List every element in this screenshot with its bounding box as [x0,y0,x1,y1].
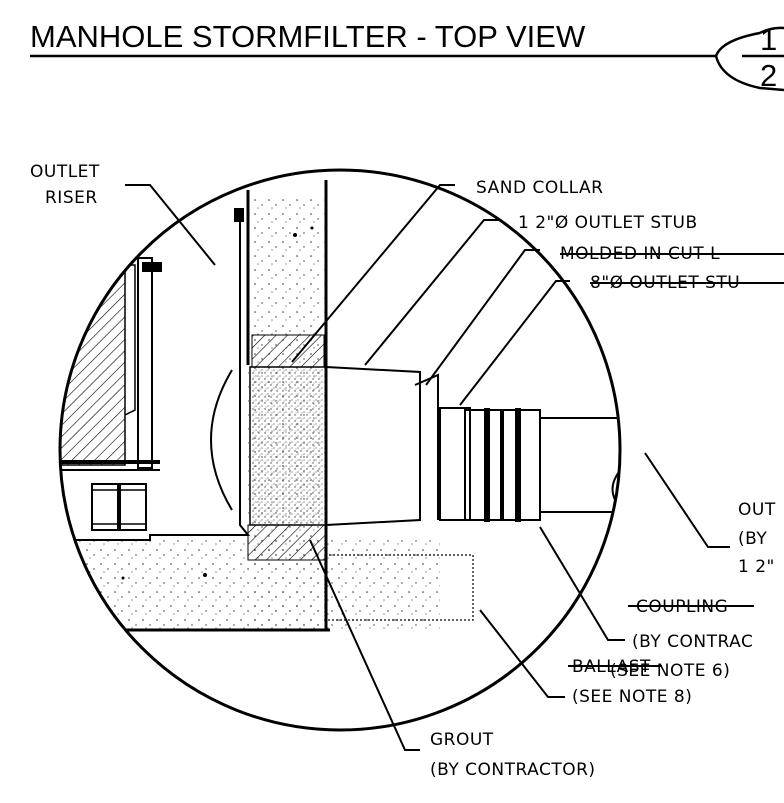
sand-fill [249,366,327,526]
label-grout-2: (BY CONTRACTOR) [430,760,596,780]
label-ballast-2: (SEE NOTE 8) [572,687,692,707]
label-outlet-stub-12in: 1 2"Ø OUTLET STUB [518,213,698,233]
detail-callout-bubble: 1 2 [714,22,784,93]
label-grout-1: GROUT [430,730,494,750]
label-outlet-riser-2: RISER [45,188,98,208]
sheet-number: 2 [760,58,777,93]
sand-collar [251,334,325,368]
label-coupling-2: (BY CONTRAC [632,632,753,652]
grout [247,524,327,561]
outlet-stub-12in [325,366,421,526]
ballast [324,554,474,621]
label-outlet-riser-1: OUTLET [30,162,100,182]
label-outlet-pipe-1: OUT [738,500,776,520]
page-title: MANHOLE STORMFILTER - TOP VIEW [30,19,586,54]
label-outlet-pipe-2: (BY [738,529,767,549]
label-sand-collar: SAND COLLAR [476,178,603,198]
leader-lines [125,184,730,751]
detail-circle [58,168,622,732]
label-outlet-pipe-3: 1 2" [738,557,775,577]
filter-cartridge [60,259,126,466]
detail-number: 1 [760,22,777,57]
